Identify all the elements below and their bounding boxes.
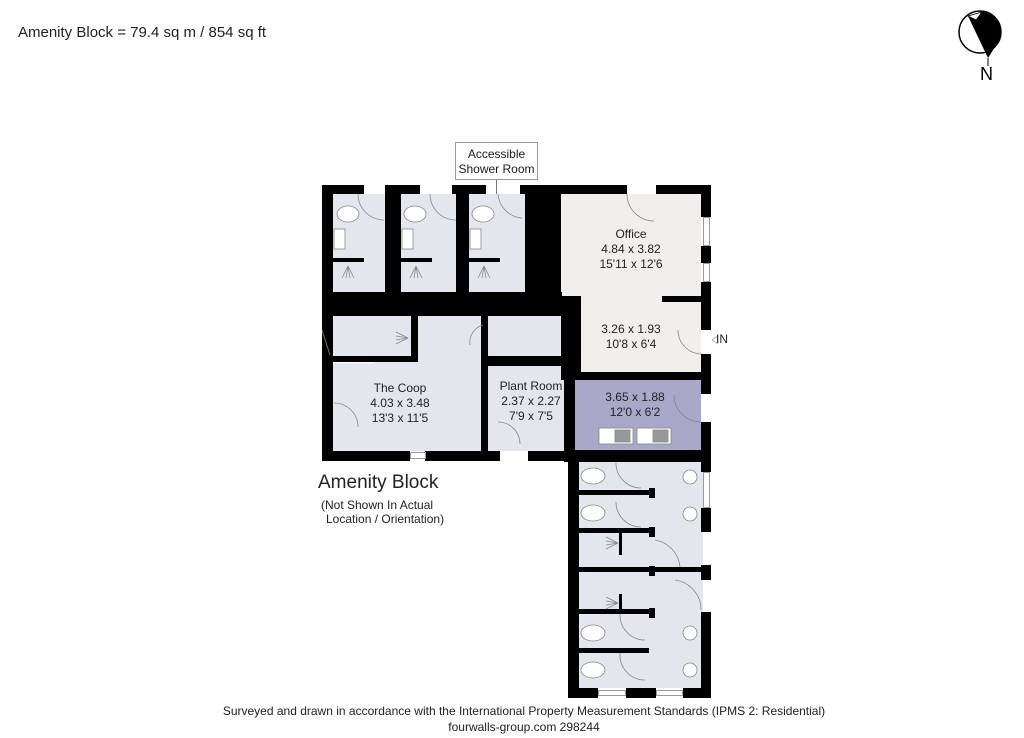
footer-reference: fourwalls-group.com 298244 [448, 720, 600, 734]
entrance-label: IN [716, 332, 728, 346]
plant-room-imperial: 7'9 x 7'5 [509, 409, 553, 423]
entrance-hall [581, 298, 701, 372]
kitchen-metric: 3.65 x 1.88 [605, 390, 665, 404]
coop-label: The Coop 4.03 x 3.48 13'3 x 11'5 [350, 381, 450, 426]
coop-name: The Coop [373, 381, 427, 395]
callout-line-1: Accessible [467, 147, 526, 161]
footer: Surveyed and drawn in accordance with th… [0, 703, 1024, 735]
north-arrow-icon [958, 10, 1002, 66]
block-note-line-2: Location / Orientation) [326, 512, 445, 526]
hall-imperial: 10'8 x 6'4 [605, 337, 657, 351]
office-name: Office [615, 227, 647, 241]
coop-store [486, 316, 564, 356]
coop-imperial: 13'3 x 11'5 [371, 411, 429, 425]
kitchen-imperial: 12'0 x 6'2 [609, 405, 661, 419]
compass: N [952, 6, 1012, 88]
office-label: Office 4.84 x 3.82 15'11 x 12'6 [561, 227, 701, 272]
hall-metric: 3.26 x 1.93 [601, 322, 661, 336]
office [561, 194, 701, 298]
plant-room-name: Plant Room [499, 379, 563, 393]
accessible-shower-callout: Accessible Shower Room [455, 142, 538, 180]
area-summary: Amenity Block = 79.4 sq m / 854 sq ft [18, 24, 267, 41]
plant-room [488, 366, 564, 451]
callout-line-2: Shower Room [458, 162, 535, 176]
plant-room-metric: 2.37 x 2.27 [501, 394, 561, 408]
footer-standards-note: Surveyed and drawn in accordance with th… [222, 704, 826, 718]
hall-label: 3.26 x 1.93 10'8 x 6'4 [581, 322, 681, 352]
plant-room-label: Plant Room 2.37 x 2.27 7'9 x 7'5 [488, 379, 574, 424]
kitchen-label: 3.65 x 1.88 12'0 x 6'2 [585, 390, 685, 420]
office-imperial: 15'11 x 12'6 [599, 257, 663, 271]
coop-metric: 4.03 x 3.48 [370, 396, 430, 410]
block-title-text: Amenity Block [318, 472, 439, 493]
block-title: Amenity Block (Not Shown In Actual Locat… [318, 472, 444, 526]
compass-north-label: N [980, 64, 993, 84]
office-metric: 4.84 x 3.82 [601, 242, 661, 256]
block-note-line-1: (Not Shown In Actual [321, 498, 434, 512]
